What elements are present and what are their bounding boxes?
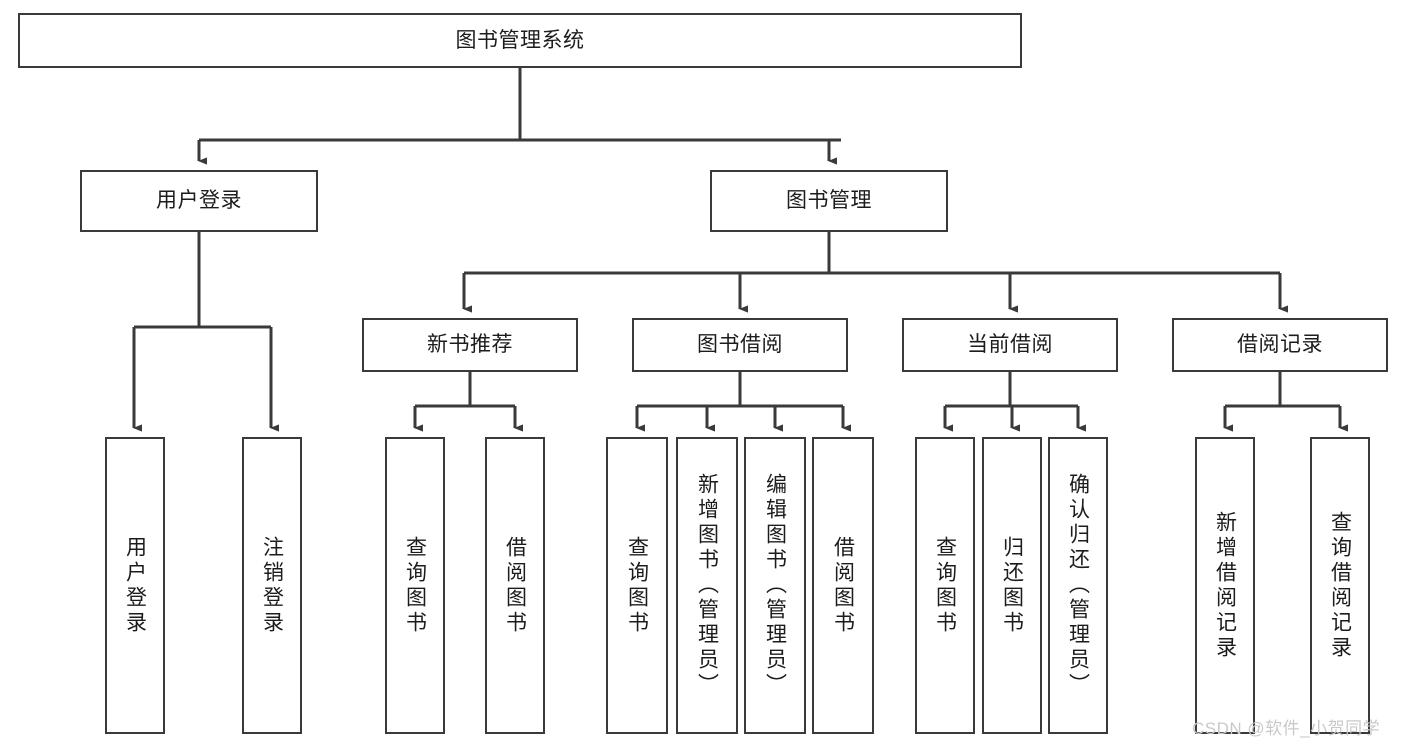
node-leaf-borrow-book-label: 借阅图书 (831, 535, 855, 636)
node-new-book-recommend[interactable]: 新书推荐 (362, 318, 578, 372)
node-leaf-borrow-book[interactable]: 借阅图书 (812, 437, 874, 734)
node-leaf-add-book-admin-label: 新增图书（管理员） (695, 473, 719, 698)
connector-group-user-login (132, 232, 279, 432)
node-leaf-add-borrow-record-label: 新增借阅记录 (1213, 510, 1237, 661)
node-leaf-return-book-label: 归还图书 (1000, 535, 1024, 636)
node-leaf-add-borrow-record[interactable]: 新增借阅记录 (1195, 437, 1255, 734)
connector-group-borrow-record (1223, 372, 1348, 432)
connector-group-book-borrow (635, 372, 851, 432)
node-leaf-query-book-borrow[interactable]: 查询图书 (606, 437, 668, 734)
node-current-borrow[interactable]: 当前借阅 (902, 318, 1118, 372)
node-leaf-user-login[interactable]: 用户登录 (105, 437, 165, 734)
node-leaf-query-borrow-record[interactable]: 查询借阅记录 (1310, 437, 1370, 734)
node-leaf-query-book-borrow-label: 查询图书 (625, 535, 649, 636)
node-leaf-borrow-book-recommend[interactable]: 借阅图书 (485, 437, 545, 734)
node-book-borrow-label: 图书借阅 (697, 333, 783, 357)
node-leaf-query-book-recommend[interactable]: 查询图书 (385, 437, 445, 734)
node-leaf-query-borrow-record-label: 查询借阅记录 (1328, 510, 1352, 661)
node-current-borrow-label: 当前借阅 (967, 333, 1053, 357)
node-leaf-confirm-return-admin[interactable]: 确认归还（管理员） (1048, 437, 1108, 734)
connector-group-current-borrow (943, 372, 1086, 432)
node-leaf-user-logout-label: 注销登录 (260, 535, 284, 636)
node-leaf-add-book-admin[interactable]: 新增图书（管理员） (676, 437, 738, 734)
node-book-management[interactable]: 图书管理 (710, 170, 948, 232)
node-user-login[interactable]: 用户登录 (80, 170, 318, 232)
node-root-label: 图书管理系统 (455, 28, 585, 52)
node-leaf-query-book-current-label: 查询图书 (933, 535, 957, 636)
connector-group-book-management (462, 232, 1288, 313)
node-borrow-record-label: 借阅记录 (1237, 333, 1323, 357)
node-user-login-label: 用户登录 (156, 189, 242, 213)
connector-group-root (197, 68, 841, 165)
node-leaf-edit-book-admin[interactable]: 编辑图书（管理员） (744, 437, 806, 734)
csdn-watermark: CSDN @软件_小贺同学 (1192, 719, 1381, 738)
node-book-management-label: 图书管理 (786, 189, 872, 213)
node-leaf-confirm-return-admin-label: 确认归还（管理员） (1066, 473, 1090, 698)
node-leaf-user-login-label: 用户登录 (123, 535, 147, 636)
node-leaf-query-book-recommend-label: 查询图书 (403, 535, 427, 636)
node-new-book-recommend-label: 新书推荐 (427, 333, 513, 357)
node-root[interactable]: 图书管理系统 (18, 13, 1022, 68)
connector-group-new-book-recommend (413, 372, 523, 432)
node-book-borrow[interactable]: 图书借阅 (632, 318, 848, 372)
node-leaf-query-book-current[interactable]: 查询图书 (915, 437, 975, 734)
node-borrow-record[interactable]: 借阅记录 (1172, 318, 1388, 372)
node-leaf-return-book[interactable]: 归还图书 (982, 437, 1042, 734)
node-leaf-user-logout[interactable]: 注销登录 (242, 437, 302, 734)
node-leaf-edit-book-admin-label: 编辑图书（管理员） (763, 473, 787, 698)
node-leaf-borrow-book-recommend-label: 借阅图书 (503, 535, 527, 636)
